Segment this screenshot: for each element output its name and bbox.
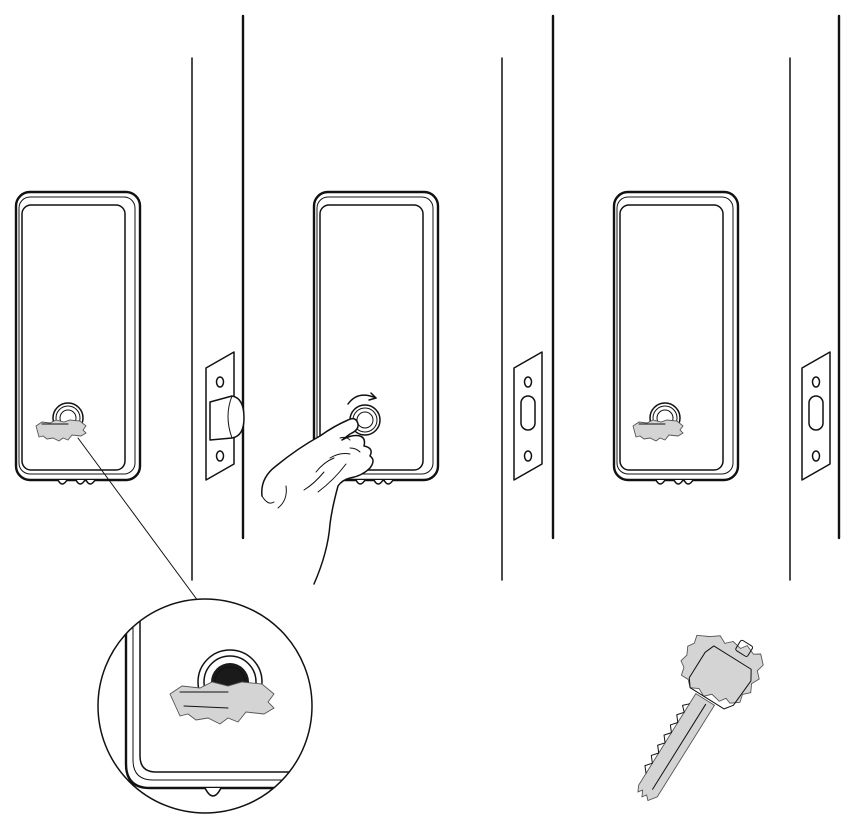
hand-turning-cylinder-icon <box>262 419 373 584</box>
step-2 <box>262 16 553 584</box>
loose-key <box>607 617 772 816</box>
lock-body-icon <box>614 192 738 484</box>
step-1 <box>16 16 244 620</box>
lock-body-icon <box>16 192 140 484</box>
latch-bolt-retracted-icon <box>521 396 535 430</box>
strike-plate-icon <box>802 352 830 480</box>
magnified-key-cylinder <box>98 599 330 813</box>
latch-bolt-retracted-icon <box>809 396 823 430</box>
latch-bolt-extended-icon <box>210 396 244 440</box>
key-icon <box>607 617 772 816</box>
step-3 <box>614 16 839 580</box>
strike-plate-icon <box>514 352 542 480</box>
